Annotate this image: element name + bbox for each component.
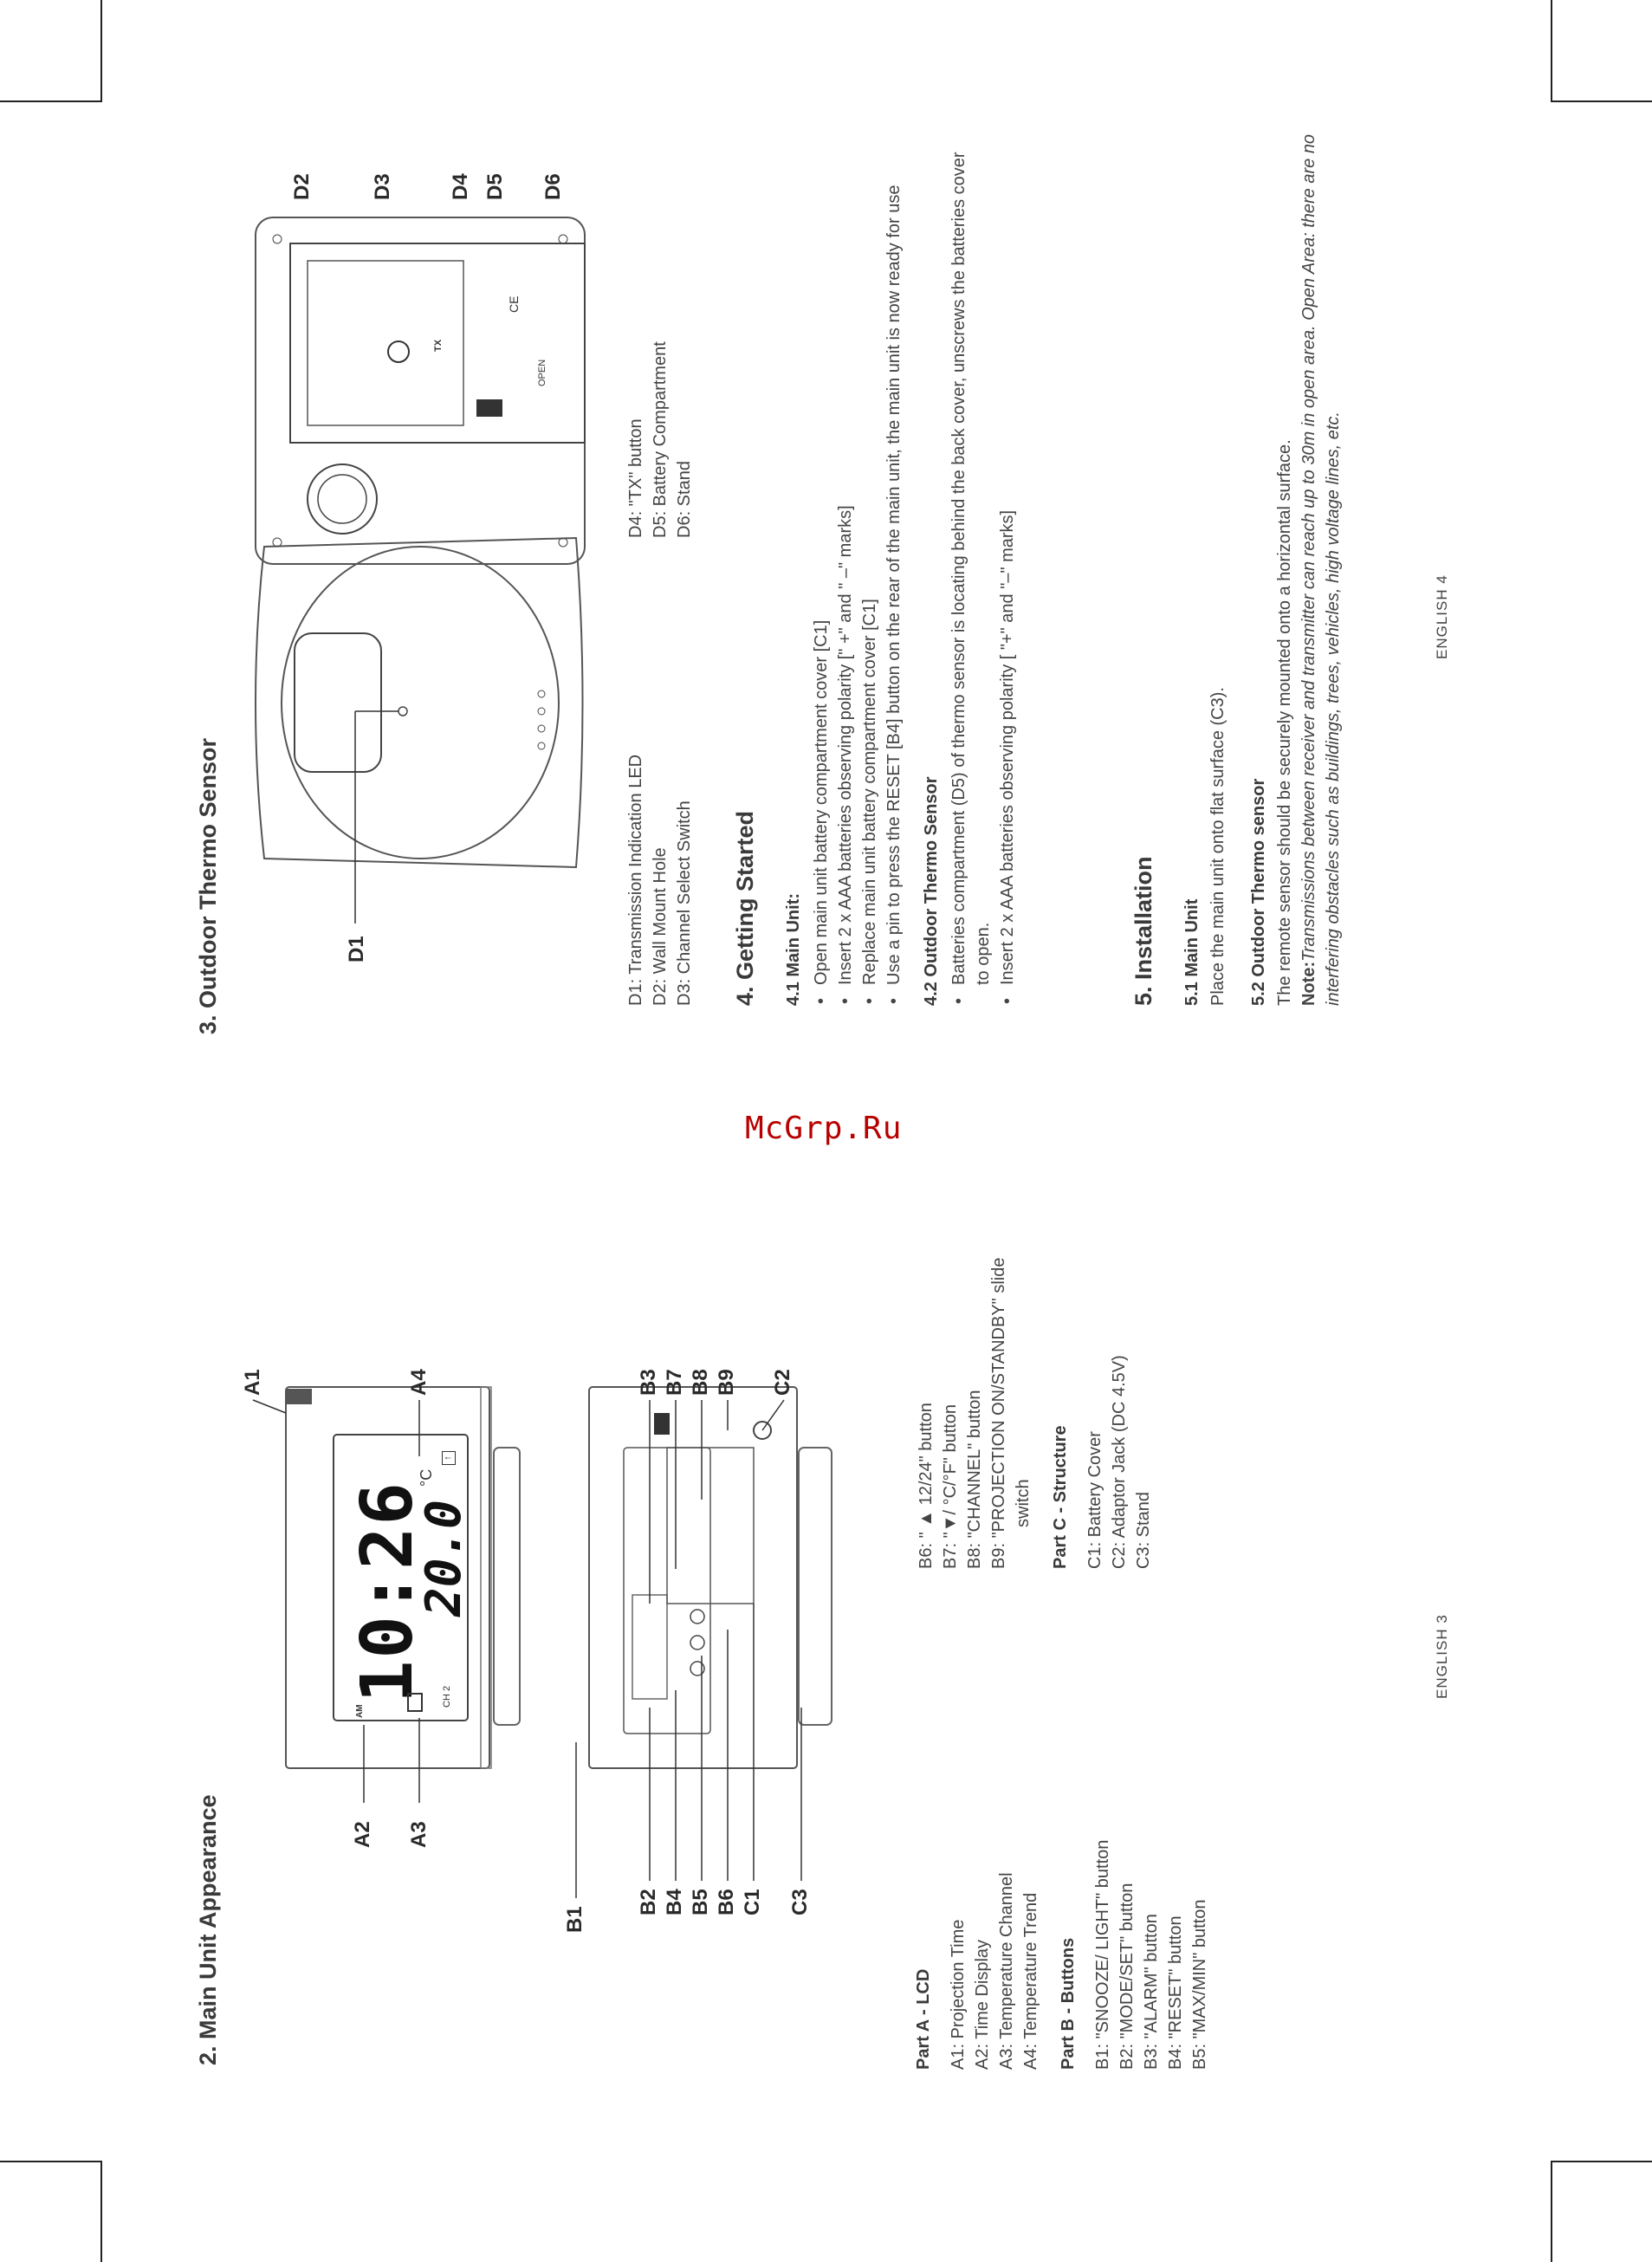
sensor-leader-lines (354, 710, 398, 924)
steps-4-2: Batteries compartment (D5) of thermo sen… (947, 139, 1020, 1006)
list-item: A4: Temperature Trend (1021, 1892, 1040, 2070)
list-item: B3: "ALARM" button (1142, 1914, 1161, 2070)
d-items-right: D4: "TX" button D5: Battery Compartment … (624, 341, 696, 538)
sensor-back-figure: OPEN TX CE (247, 209, 593, 573)
list-item: A3: Temperature Channel (997, 1872, 1016, 2070)
crop-mark (1551, 0, 1552, 102)
main-unit-steps: 4.1 Main Unit: Open main unit battery co… (784, 139, 1020, 1006)
crop-mark (1551, 2161, 1652, 2162)
part-b-continued-list: B6: " ▲ 12/24" button B7: "▼/ °C/°F" but… (914, 1258, 1156, 1569)
list-item: Use a pin to press the RESET [B4] button… (882, 139, 906, 1006)
watermark: McGrp.Ru (745, 1111, 903, 1146)
part-c-items: C1: Battery Cover C2: Adaptor Jack (DC 4… (1083, 1258, 1156, 1569)
part-b2-items: B6: " ▲ 12/24" button B7: "▼/ °C/°F" but… (914, 1258, 1035, 1569)
tx-mark: TX (433, 339, 444, 352)
list-item: Insert 2 x AAA batteries observing polar… (833, 139, 858, 1006)
list-item: C3: Stand (1134, 1492, 1153, 1569)
list-item: B8: "CHANNEL" button (965, 1390, 984, 1569)
part-b-title: Part B - Buttons (1059, 1937, 1078, 2070)
note-paragraph: Note:Transmissions between receiver and … (1297, 122, 1345, 1006)
label-d2: D2 (290, 173, 314, 200)
list-item: Batteries compartment (D5) of thermo sen… (947, 139, 995, 1006)
back-leader-lines (575, 1399, 802, 1898)
note-text: Transmissions between receiver and trans… (1299, 133, 1343, 1006)
front-leader-lines (252, 1399, 420, 1803)
subheading-4-1: 4.1 Main Unit: (784, 892, 803, 1006)
list-item: D3: Channel Select Switch (675, 800, 694, 1006)
subheading-4-2: 4.2 Outdoor Thermo Sensor (922, 776, 941, 1006)
label-d5: D5 (483, 173, 507, 200)
list-item: B7: "▼/ °C/°F" button (941, 1403, 960, 1569)
d-list-left: D1: Transmission Indication LED D2: Wall… (624, 755, 696, 1006)
crop-mark (0, 2161, 102, 2162)
main-unit-back-figure (572, 1361, 849, 1829)
list-item: A1: Projection Time (949, 1919, 968, 2070)
d-list-right: D4: "TX" button D5: Battery Compartment … (624, 341, 696, 538)
crop-mark (1551, 2161, 1552, 2262)
subheading-5-1: 5.1 Main Unit (1182, 898, 1202, 1006)
ce-mark: CE (507, 295, 521, 313)
list-item: C1: Battery Cover (1085, 1431, 1105, 1569)
crop-mark (100, 2161, 102, 2262)
part-a-items: A1: Projection Time A2: Time Display A3:… (946, 1840, 1043, 2070)
part-b-items: B1: "SNOOZE/ LIGHT" button B2: "MODE/SET… (1091, 1840, 1212, 2070)
installation-text: 5.1 Main Unit Place the main unit onto f… (1182, 122, 1345, 1006)
section-heading-getting-started: 4. Getting Started (732, 810, 758, 1006)
main-unit-install-text: Place the main unit onto flat surface (C… (1208, 687, 1228, 1006)
part-a-title: Part A - LCD (914, 1968, 933, 2070)
section-heading-installation: 5. Installation (1130, 856, 1156, 1006)
main-unit-front-drawing (285, 1386, 521, 1769)
note-label: Note: (1299, 961, 1318, 1006)
subheading-5-2: 5.2 Outdoor Thermo sensor (1249, 778, 1268, 1006)
crop-mark (100, 0, 102, 102)
label-d3: D3 (371, 173, 394, 200)
crop-mark (0, 100, 102, 102)
steps-4-1: Open main unit battery compartment cover… (809, 139, 906, 1006)
list-item: Open main unit battery compartment cover… (809, 139, 833, 1006)
list-item: switch (1014, 1479, 1033, 1527)
list-item: Insert 2 x AAA batteries observing polar… (995, 139, 1020, 1006)
sensor-back-drawing (255, 217, 586, 565)
main-unit-back-drawing (588, 1386, 832, 1769)
list-item: A2: Time Display (973, 1939, 992, 2070)
list-item: D6: Stand (675, 461, 694, 538)
list-item: B4: "RESET" button (1166, 1915, 1185, 2070)
sensor-install-text: The remote sensor should be securely mou… (1275, 439, 1294, 1006)
open-mark: OPEN (537, 359, 547, 386)
list-item: B5: "MAX/MIN" button (1190, 1899, 1209, 2071)
page-number-right: ENGLISH 4 (1434, 574, 1450, 659)
list-item: D2: Wall Mount Hole (651, 847, 670, 1006)
main-unit-front-figure: 10:26 AM 20.0 °C CH 2 ↑ (260, 1361, 537, 1829)
list-item: B9: "PROJECTION ON/STANDBY" slide (989, 1257, 1008, 1569)
list-item: C2: Adaptor Jack (DC 4.5V) (1110, 1355, 1129, 1569)
list-item: B6: " ▲ 12/24" button (917, 1403, 936, 1569)
part-c-title: Part C - Structure (1051, 1425, 1070, 1569)
d-items-left: D1: Transmission Indication LED D2: Wall… (624, 755, 696, 1006)
list-item: D4: "TX" button (626, 418, 645, 538)
label-d6: D6 (541, 173, 565, 200)
list-item: D5: Battery Compartment (651, 341, 670, 538)
page-number-left: ENGLISH 3 (1434, 1614, 1450, 1699)
crop-mark (1551, 100, 1652, 102)
list-item: B1: "SNOOZE/ LIGHT" button (1093, 1839, 1112, 2070)
list-item: D1: Transmission Indication LED (626, 754, 645, 1006)
list-item: Replace main unit battery compartment co… (858, 139, 882, 1006)
label-d4: D4 (449, 173, 472, 200)
list-item: B2: "MODE/SET" button (1118, 1883, 1137, 2070)
part-a-list: Part A - LCD A1: Projection Time A2: Tim… (914, 1840, 1212, 2070)
